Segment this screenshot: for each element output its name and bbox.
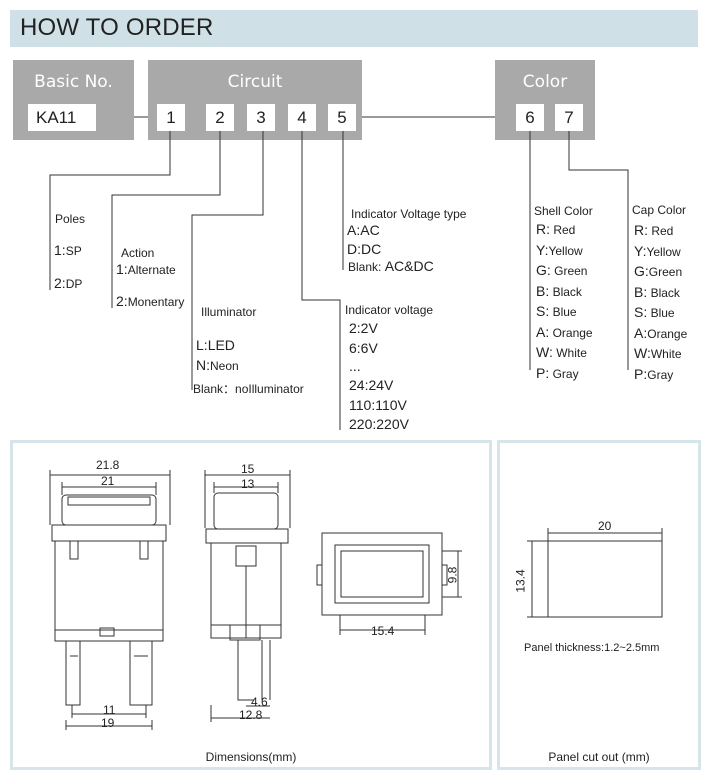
circuit-digit-1: 1 bbox=[157, 104, 185, 131]
shell-color-item: G: Green bbox=[536, 262, 588, 278]
voltage-item: 24:24V bbox=[349, 377, 394, 393]
cap-color-item: R: Red bbox=[634, 222, 674, 238]
dim-label: 15.4 bbox=[371, 624, 395, 638]
cap-color-item: A:Orange bbox=[634, 324, 688, 341]
dim-label: 19 bbox=[101, 716, 115, 730]
shell-color-item: P: Gray bbox=[536, 364, 579, 381]
poles-item: 1:SP bbox=[54, 242, 82, 258]
cap-color-item: G:Green bbox=[634, 263, 683, 279]
dimensions-caption: Dimensions(mm) bbox=[205, 750, 297, 764]
panel-cutout-panel bbox=[497, 440, 701, 770]
panel-thickness-note: Panel thickness:1.2~2.5mm bbox=[524, 642, 660, 654]
illuminator-item: N:Neon bbox=[196, 357, 239, 373]
cap-color-list: R: Red Y:Yellow G:Green B: Black S: Blue… bbox=[634, 221, 687, 385]
cap-color-title: Cap Color bbox=[632, 203, 687, 217]
voltage-item: 220:220V bbox=[349, 416, 409, 432]
voltage-item: 110:110V bbox=[349, 397, 407, 413]
circuit-digit-5: 5 bbox=[328, 104, 356, 131]
color-digit-6: 6 bbox=[516, 104, 544, 131]
illuminator-item: L:LED bbox=[196, 337, 235, 353]
illuminator-item: Blank：noIlluminator bbox=[193, 382, 304, 396]
action-title: Action bbox=[121, 246, 155, 260]
cutout-height-label: 13.4 bbox=[513, 569, 528, 593]
voltage-title: Indicator voltage bbox=[345, 303, 434, 317]
circuit-header: Circuit bbox=[148, 62, 362, 100]
dim-label: 21 bbox=[101, 474, 115, 488]
shell-color-list: R: Red Y:Yellow G: Green B: Black S: Blu… bbox=[536, 220, 593, 384]
illuminator-title: Illuminator bbox=[201, 305, 257, 319]
shell-color-title: Shell Color bbox=[534, 204, 593, 218]
page-title: HOW TO ORDER bbox=[20, 14, 214, 41]
shell-color-item: Y:Yellow bbox=[536, 241, 583, 258]
action-item: 1:Alternate bbox=[116, 261, 176, 277]
circuit-digit-2: 2 bbox=[206, 104, 234, 131]
voltage-type-item: A:AC bbox=[347, 222, 380, 238]
dim-label: 13 bbox=[241, 477, 255, 491]
cap-color-item: W:White bbox=[634, 345, 682, 361]
cutout-caption: Panel cut out (mm) bbox=[548, 750, 650, 764]
poles-item: 2:DP bbox=[54, 275, 83, 291]
title-banner bbox=[10, 10, 698, 47]
basic-no-value: KA11 bbox=[28, 104, 96, 131]
cap-color-item: B: Black bbox=[634, 283, 680, 300]
cap-color-item: P:Gray bbox=[634, 365, 674, 382]
voltage-type-item: Blank: AC&DC bbox=[348, 258, 434, 274]
circuit-digit-3: 3 bbox=[247, 104, 275, 131]
circuit-digit-4: 4 bbox=[288, 104, 316, 131]
voltage-type-title: Indicator Voltage type bbox=[351, 207, 467, 221]
cutout-width-label: 20 bbox=[598, 519, 612, 533]
voltage-item: ... bbox=[349, 358, 361, 374]
dim-label: 15 bbox=[241, 462, 255, 476]
dim-label: 12.8 bbox=[239, 708, 263, 722]
dim-label: 4.6 bbox=[251, 695, 268, 709]
shell-color-item: W: White bbox=[536, 344, 587, 360]
cap-color-item: S: Blue bbox=[634, 304, 675, 320]
color-header: Color bbox=[495, 62, 595, 100]
poles-title: Poles bbox=[55, 212, 86, 226]
dim-label: 21.8 bbox=[96, 458, 120, 472]
voltage-item: 2:2V bbox=[349, 320, 378, 336]
shell-color-item: B: Black bbox=[536, 282, 582, 299]
connector-lines bbox=[49, 116, 629, 430]
action-item: 2:Monentary bbox=[116, 293, 185, 309]
color-digit-7: 7 bbox=[555, 104, 583, 131]
voltage-type-item: D:DC bbox=[347, 241, 382, 257]
shell-color-item: A: Orange bbox=[536, 323, 593, 340]
shell-color-item: S: Blue bbox=[536, 303, 577, 319]
shell-color-item: R: Red bbox=[536, 221, 576, 237]
voltage-item: 6:6V bbox=[349, 340, 378, 356]
basic-no-header: Basic No. bbox=[13, 62, 134, 100]
dim-label: 11 bbox=[103, 703, 116, 717]
cap-color-item: Y:Yellow bbox=[634, 242, 681, 259]
